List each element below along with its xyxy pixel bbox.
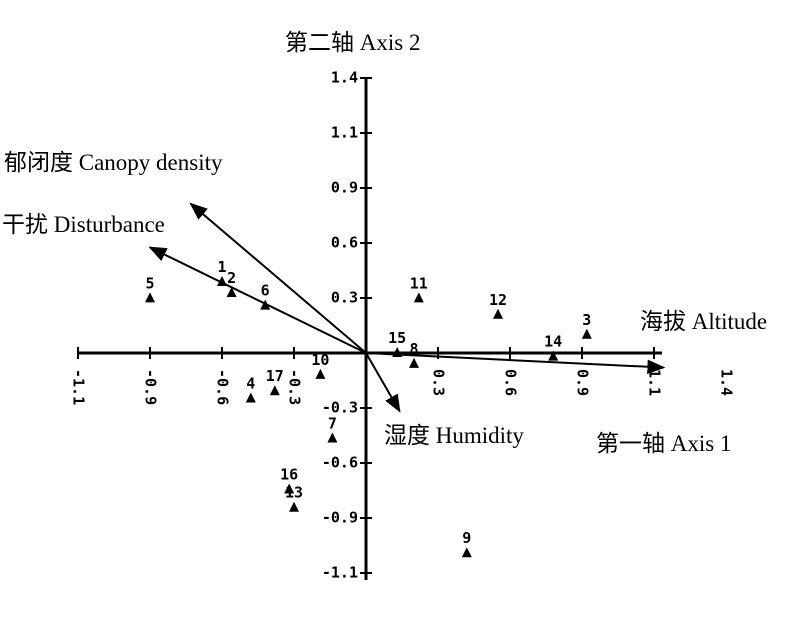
x-axis-title: 第一轴 Axis 1 — [596, 431, 731, 456]
sample-point-label: 6 — [261, 282, 270, 300]
y-tick-label: -0.6 — [322, 454, 358, 472]
sample-point-marker — [260, 299, 271, 310]
vector-label: 湿度 Humidity — [384, 423, 524, 448]
sample-point-label: 1 — [217, 258, 226, 276]
sample-point-label: 7 — [328, 415, 337, 433]
sample-point-marker — [269, 385, 280, 396]
x-tick-label: 0.3 — [430, 369, 448, 396]
vector-label: 干扰 Disturbance — [2, 212, 165, 237]
vector-label: 郁闭度 Canopy density — [4, 150, 223, 175]
y-tick-label: 0.9 — [331, 179, 358, 197]
sample-point-label: 15 — [388, 329, 406, 347]
sample-point-marker — [581, 328, 592, 339]
sample-point-marker — [145, 292, 155, 303]
x-tick-label: 0.6 — [502, 369, 520, 396]
sample-point-label: 12 — [489, 291, 507, 309]
sample-point-marker — [284, 483, 295, 494]
vector-arrow — [365, 352, 401, 413]
x-tick-label: 1.4 — [718, 369, 736, 396]
y-tick-label: -0.9 — [322, 509, 358, 527]
y-tick-label: 0.3 — [331, 289, 358, 307]
sample-point-marker — [392, 347, 403, 357]
sample-point-marker — [409, 357, 419, 368]
tick-marks — [77, 77, 655, 574]
sample-point-label: 14 — [544, 333, 562, 351]
x-tick-label: 1.1 — [646, 369, 664, 396]
labels: -1.1 -0.9 -0.6 -0.3 0.3 0.6 0.9 1.1 1.4 1.4 1.1 0.9… — [2, 30, 767, 582]
x-tick-label: -1.1 — [70, 369, 88, 405]
vector-arrow — [148, 246, 367, 354]
sample-point-marker — [245, 392, 256, 403]
sample-point-marker — [315, 368, 326, 379]
sample-point-label: 3 — [582, 311, 591, 329]
x-tick-label: -0.9 — [142, 369, 160, 405]
sample-point-label: 5 — [145, 274, 154, 292]
x-tick-label: -0.6 — [214, 369, 232, 405]
y-tick-label: 1.4 — [331, 69, 358, 87]
sample-point-marker — [461, 547, 472, 558]
sample-point-marker — [289, 501, 299, 512]
vector-label: 海拔 Altitude — [640, 309, 767, 334]
sample-point-label: 11 — [410, 274, 428, 292]
sample-point-label: 16 — [280, 466, 298, 484]
sample-point-label: 10 — [311, 351, 329, 369]
sample-point-label: 4 — [246, 375, 255, 393]
sample-point-marker — [327, 432, 338, 443]
sample-point-label: 2 — [227, 269, 236, 287]
y-tick-label: -1.1 — [322, 564, 358, 582]
sample-point-label: 8 — [409, 340, 418, 358]
y-tick-label: -0.3 — [322, 399, 358, 417]
sample-points — [145, 276, 592, 558]
vector-arrow — [365, 352, 666, 374]
y-tick-label: 1.1 — [331, 124, 358, 142]
y-tick-label: 0.6 — [331, 234, 358, 252]
sample-point-marker — [493, 308, 503, 319]
sample-point-label: 9 — [462, 529, 471, 547]
sample-point-label: 17 — [266, 367, 284, 385]
sample-point-marker — [226, 286, 237, 297]
x-tick-label: -0.3 — [286, 369, 304, 405]
sample-point-marker — [548, 350, 559, 361]
sample-point-marker — [217, 276, 227, 287]
sample-point-label: 13 — [285, 484, 303, 502]
vector-arrow — [189, 202, 367, 354]
sample-point-marker — [413, 292, 424, 303]
x-tick-label: 0.9 — [574, 369, 592, 396]
y-axis-title: 第二轴 Axis 2 — [285, 30, 420, 55]
environment-vectors — [148, 202, 666, 413]
